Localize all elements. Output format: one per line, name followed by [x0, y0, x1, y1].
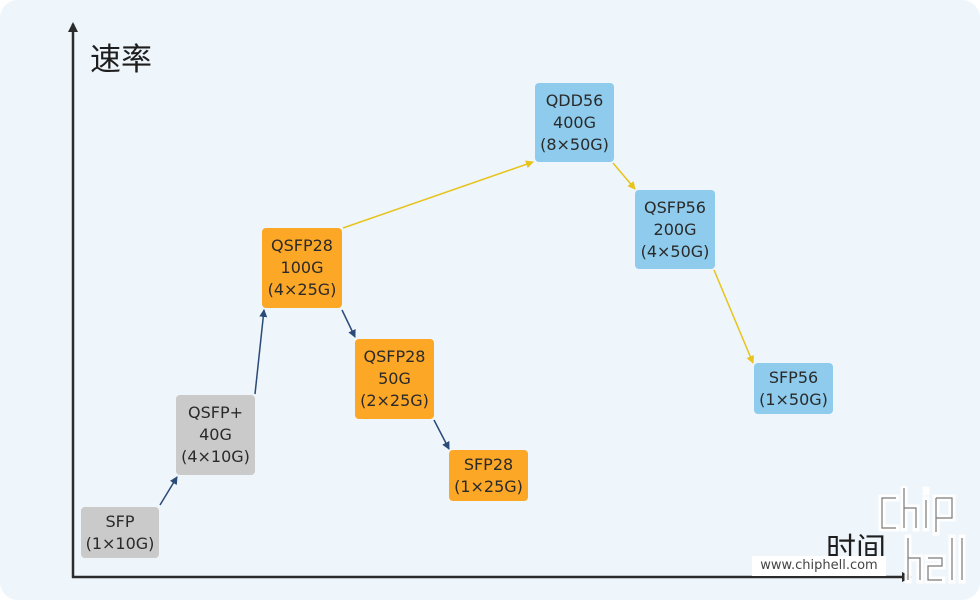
node-qsfp28-50g-line-1: QSFP28 — [363, 347, 426, 366]
node-qsfp28-50g-line-2: 50G — [378, 369, 411, 388]
node-qdd56-line-1: QDD56 — [545, 90, 604, 110]
node-sfp56-line-1: SFP56 — [768, 367, 819, 387]
node-sfp28: SFP28 (1×25G) — [449, 450, 528, 501]
chiphell-logo-watermark — [878, 486, 966, 584]
node-qsfp-plus: QSFP+ 40G (4×10G) — [176, 395, 255, 475]
node-qsfp-plus-line-2: 40G — [199, 425, 232, 444]
arrow-qdd56-to-qsfp56 — [612, 162, 636, 190]
arrow-qsfp28-50-to-sfp28 — [433, 419, 450, 450]
node-qdd56: QDD56 400G (8×50G) — [535, 83, 614, 162]
arrow-qsfp56-to-sfp56 — [713, 269, 754, 364]
node-qdd56-line-2: 400G — [553, 112, 596, 132]
node-qsfp28-100g-line-2: 100G — [280, 258, 324, 277]
y-axis-label: 速率 — [90, 42, 152, 78]
node-sfp-line-2: (1×10G) — [85, 533, 155, 553]
node-sfp56: SFP56 (1×50G) — [754, 363, 833, 414]
arrow-sfp-to-qsfp — [159, 476, 178, 506]
node-qsfp28-50g: QSFP28 50G (2×25G) — [355, 339, 434, 419]
node-sfp28-line-2: (1×25G) — [454, 476, 523, 496]
node-qsfp28-100g: QSFP28 100G (4×25G) — [262, 228, 342, 308]
arrow-qsfp28-to-qsfp28-50 — [341, 309, 356, 338]
node-sfp56-line-2: (1×50G) — [759, 389, 828, 409]
node-qsfp-plus-line-3: (4×10G) — [181, 447, 250, 466]
node-sfp28-line-1: SFP28 — [463, 454, 514, 474]
arrow-qsfp28-to-qdd56 — [342, 160, 534, 229]
node-qdd56-line-3: (8×50G) — [540, 134, 609, 154]
node-qsfp28-50g-line-3: (2×25G) — [360, 391, 429, 410]
node-qsfp56: QSFP56 200G (4×50G) — [635, 190, 715, 269]
watermark-url: www.chiphell.com — [752, 556, 886, 576]
node-sfp-line-1: SFP — [105, 511, 135, 531]
node-qsfp-plus-line-1: QSFP+ — [187, 403, 243, 422]
arrow-qsfp-to-qsfp28 — [254, 309, 268, 395]
node-qsfp28-100g-line-1: QSFP28 — [271, 236, 333, 255]
node-qsfp28-100g-line-3: (4×25G) — [267, 280, 337, 299]
node-qsfp56-line-2: 200G — [653, 219, 697, 239]
node-sfp: SFP (1×10G) — [81, 507, 159, 558]
node-qsfp56-line-3: (4×50G) — [640, 241, 710, 261]
node-qsfp56-line-1: QSFP56 — [644, 197, 706, 217]
